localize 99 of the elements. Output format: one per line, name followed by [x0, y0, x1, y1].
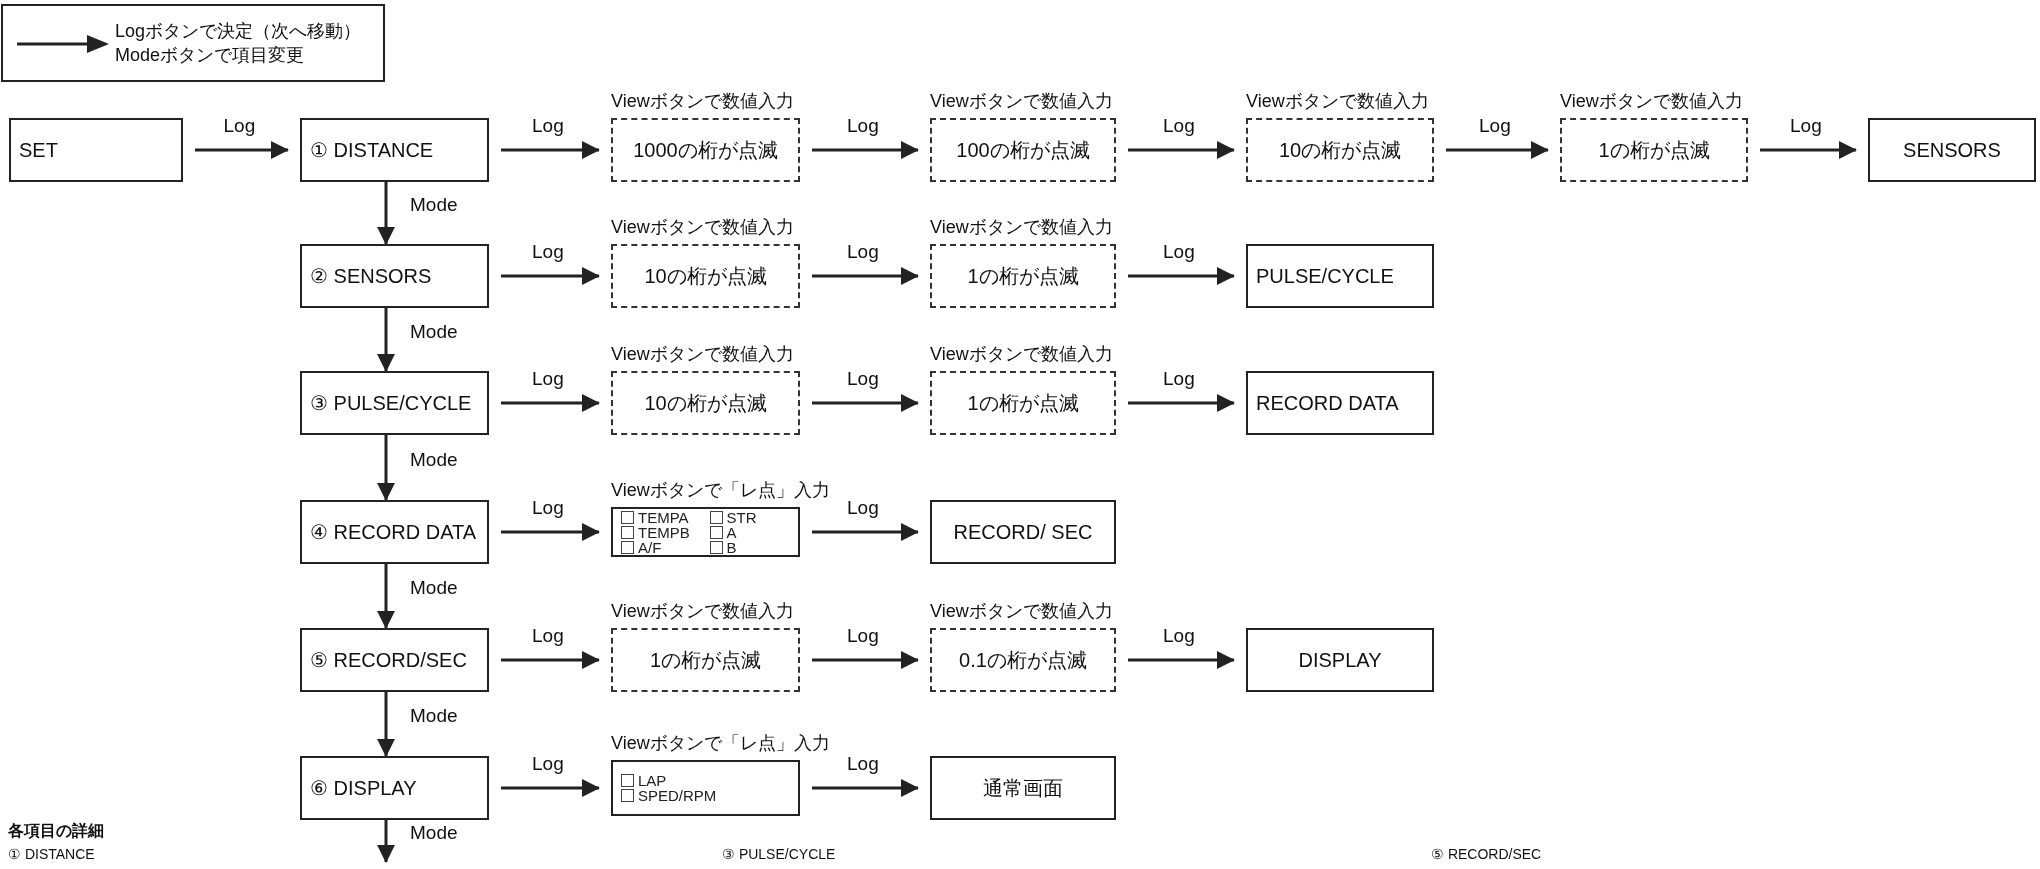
arrow — [501, 267, 600, 285]
box-text: 1の桁が点滅 — [649, 648, 762, 673]
input-instruction: Viewボタンで数値入力 — [1560, 90, 1743, 113]
arrow — [377, 564, 395, 629]
box-text: ① DISTANCE — [310, 138, 434, 163]
box-text: DISPLAY — [1298, 648, 1382, 673]
box-text: 1の桁が点滅 — [1598, 138, 1710, 163]
arrow — [812, 141, 919, 159]
checkbox-option: TEMPB — [621, 524, 702, 540]
dashed-box — [1560, 118, 1748, 182]
box-text: 100の桁が点滅 — [956, 138, 1090, 163]
arrow — [377, 308, 395, 372]
dashed-box — [611, 628, 800, 692]
arrow — [377, 692, 395, 757]
dashed-box — [1246, 118, 1434, 182]
process-box — [1868, 118, 2036, 182]
box-text: 0.1の桁が点滅 — [959, 648, 1087, 673]
process-box — [300, 500, 489, 564]
box-text: ⑤ RECORD/SEC — [310, 648, 467, 673]
arrow — [501, 651, 600, 669]
box-text: 10の桁が点滅 — [1278, 138, 1402, 163]
box-text: 10の桁が点滅 — [644, 391, 767, 416]
dashed-box — [930, 371, 1116, 435]
checkbox-option: STR — [709, 509, 790, 525]
process-box — [300, 756, 489, 820]
input-instruction: Viewボタンで数値入力 — [611, 600, 794, 623]
checkbox-option: TEMPA — [621, 509, 702, 525]
arrow — [501, 141, 600, 159]
section-heading: 各項目の詳細 — [8, 822, 104, 840]
box-text: ③ PULSE/CYCLE — [310, 391, 472, 416]
checkbox-option: A — [709, 524, 790, 540]
input-instruction: Viewボタンで数値入力 — [611, 216, 794, 239]
process-box — [300, 371, 489, 435]
box-text: 1の桁が点滅 — [967, 391, 1079, 416]
box-text: ② SENSORS — [310, 264, 432, 289]
box-text: RECORD/ SEC — [953, 520, 1093, 545]
box-text: 通常画面 — [983, 776, 1063, 801]
box-text: RECORD DATA — [1256, 391, 1399, 416]
input-instruction: Viewボタンで数値入力 — [611, 343, 794, 366]
arrow — [1128, 394, 1235, 412]
arrow — [812, 267, 919, 285]
arrow — [501, 523, 600, 541]
section-heading: ① DISTANCE — [8, 845, 95, 863]
arrow — [1128, 141, 1235, 159]
arrow — [812, 394, 919, 412]
process-box — [1246, 371, 1434, 435]
box-text: PULSE/CYCLE — [1256, 264, 1394, 289]
arrow — [377, 820, 395, 863]
box-text: 10の桁が点滅 — [644, 264, 767, 289]
checkbox-list-box — [611, 760, 800, 816]
section-heading: ⑤ RECORD/SEC — [1431, 845, 1542, 863]
input-instruction: Viewボタンで数値入力 — [1246, 90, 1429, 113]
checkbox-option: B — [709, 539, 790, 555]
arrow — [377, 435, 395, 501]
arrow — [195, 141, 289, 159]
box-text: ⑥ DISPLAY — [310, 776, 417, 801]
checkbox-option: LAP — [621, 773, 790, 788]
dashed-box — [930, 628, 1116, 692]
input-instruction: Viewボタンで数値入力 — [611, 90, 794, 113]
input-instruction: Viewボタンで「レ点」入力 — [611, 479, 830, 502]
arrow — [501, 779, 600, 797]
process-box — [300, 244, 489, 308]
arrow — [501, 394, 600, 412]
process-box — [9, 118, 183, 182]
checkbox-list-box — [611, 507, 800, 557]
process-box — [930, 756, 1116, 820]
input-instruction: Viewボタンで数値入力 — [930, 600, 1113, 623]
arrow — [1128, 267, 1235, 285]
input-instruction: Viewボタンで「レ点」入力 — [611, 732, 830, 755]
box-text: SENSORS — [1903, 138, 2001, 163]
arrow — [1446, 141, 1549, 159]
arrow — [812, 651, 919, 669]
dashed-box — [611, 371, 800, 435]
input-instruction: Viewボタンで数値入力 — [930, 90, 1113, 113]
input-instruction: Viewボタンで数値入力 — [930, 343, 1113, 366]
box-text: ④ RECORD DATA — [310, 520, 477, 545]
process-box — [930, 500, 1116, 564]
legend-text: Modeボタンで項目変更 — [115, 44, 305, 66]
arrow — [1760, 141, 1857, 159]
box-text: 1000の桁が点滅 — [633, 138, 778, 163]
box-text: SET — [19, 138, 58, 163]
process-box — [1246, 244, 1434, 308]
dashed-box — [930, 118, 1116, 182]
dashed-box — [611, 118, 800, 182]
arrow — [1128, 651, 1235, 669]
box-text: 1の桁が点滅 — [967, 264, 1079, 289]
process-box — [300, 628, 489, 692]
process-box — [1246, 628, 1434, 692]
arrow — [812, 523, 919, 541]
arrow — [377, 182, 395, 245]
process-box — [300, 118, 489, 182]
section-heading: ③ PULSE/CYCLE — [722, 845, 836, 863]
legend-text: Logボタンで決定（次へ移動） — [115, 20, 362, 42]
checkbox-option: SPED/RPM — [621, 788, 790, 803]
dashed-box — [611, 244, 800, 308]
checkbox-option: A/F — [621, 539, 702, 555]
dashed-box — [930, 244, 1116, 308]
arrow — [812, 779, 919, 797]
input-instruction: Viewボタンで数値入力 — [930, 216, 1113, 239]
